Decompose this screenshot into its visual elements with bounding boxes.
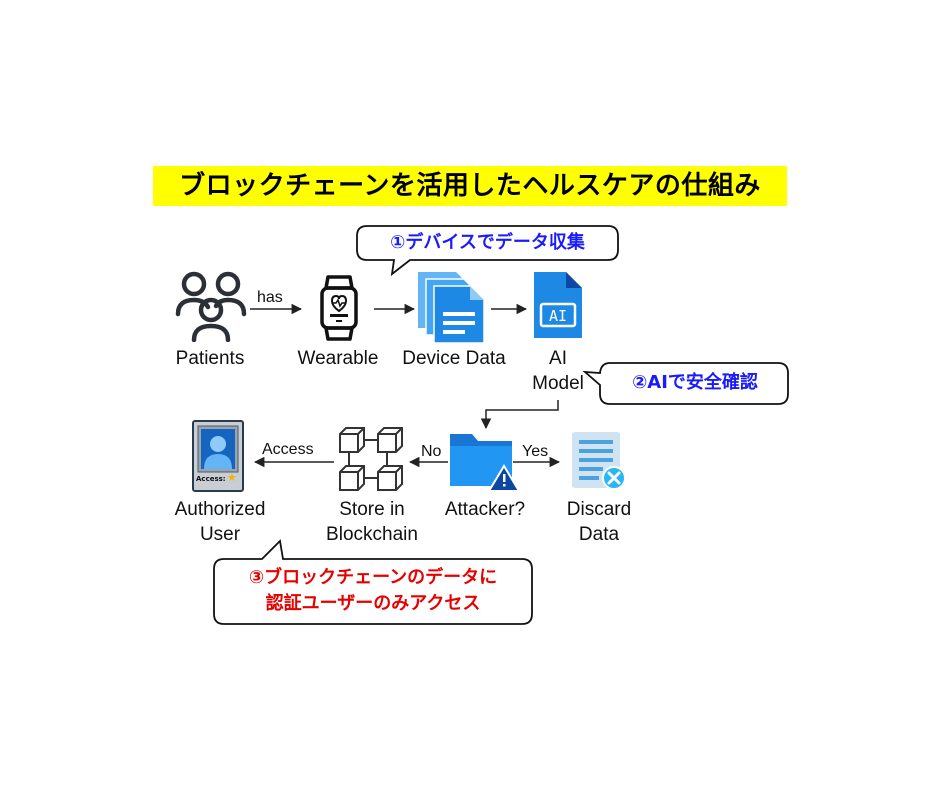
label-authorized-user: Authorized User xyxy=(174,499,266,545)
edge-label-no: No xyxy=(421,443,442,460)
callout-step3: ③ブロックチェーンのデータに 認証ユーザーのみアクセス xyxy=(248,567,498,614)
edge-label-access: Access xyxy=(262,441,314,458)
star-icon: ★ xyxy=(227,472,237,484)
svg-text:AI: AI xyxy=(549,307,567,325)
callout-step1-shape xyxy=(356,225,619,277)
arrow-ai-attacker xyxy=(480,400,559,430)
badge-access-text: Access: xyxy=(196,475,226,483)
id-badge-icon xyxy=(192,420,244,492)
label-attacker: Attacker? xyxy=(444,499,526,520)
documents-icon xyxy=(416,270,488,345)
callout-step3-shape xyxy=(213,539,533,625)
callout-step1: ①デバイスでデータ収集 xyxy=(390,232,585,253)
callout-step2: ②AIで安全確認 xyxy=(632,372,758,393)
label-patients: Patients xyxy=(175,348,245,369)
label-device-data: Device Data xyxy=(402,348,506,369)
discard-data-icon xyxy=(570,430,628,494)
smartwatch-icon xyxy=(318,273,360,343)
people-icon xyxy=(174,270,249,343)
diagram-title: ブロックチェーンを活用したヘルスケアの仕組み xyxy=(153,166,787,206)
edge-label-has: has xyxy=(257,289,283,306)
blockchain-icon xyxy=(334,426,408,496)
label-wearable: Wearable xyxy=(297,348,379,369)
label-ai-model: AI Model xyxy=(532,348,584,394)
label-discard-data: Discard Data xyxy=(566,499,632,545)
folder-warning-icon xyxy=(448,430,521,492)
label-blockchain: Store in Blockchain xyxy=(326,499,418,545)
ai-file-icon: AI xyxy=(532,270,584,340)
callout-step2-shape xyxy=(582,362,789,405)
edge-label-yes: Yes xyxy=(522,443,549,460)
